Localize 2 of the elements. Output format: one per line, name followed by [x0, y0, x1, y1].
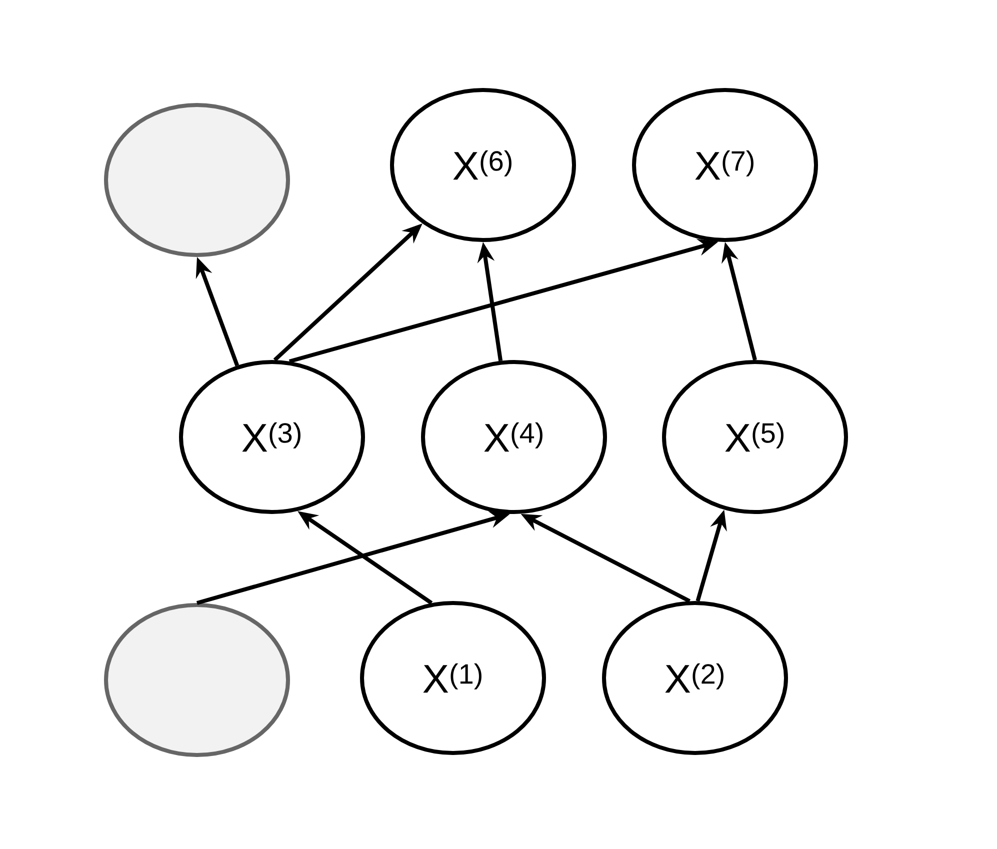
empty-ellipse: [104, 103, 290, 257]
empty-ellipse: [104, 603, 290, 757]
